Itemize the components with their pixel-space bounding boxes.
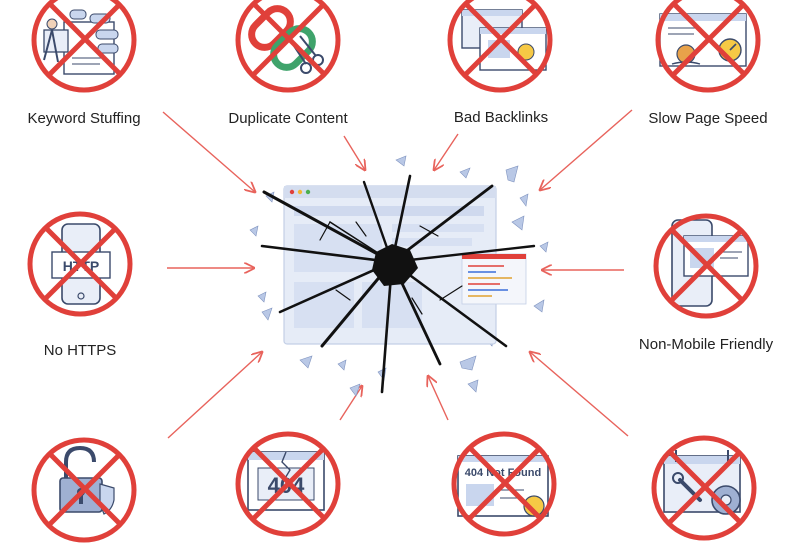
arrow-slow-page-speed bbox=[540, 109, 633, 190]
arrow-bad-backlinks bbox=[434, 133, 459, 170]
code-panel bbox=[461, 253, 527, 305]
slow-page-speed-icon bbox=[655, 0, 761, 93]
label-keyword-stuffing: Keyword Stuffing bbox=[27, 110, 141, 127]
not-found-page-icon: 404 Not Found bbox=[451, 431, 557, 537]
maintenance-tools-icon bbox=[651, 435, 757, 541]
arrow-maintenance bbox=[530, 352, 629, 437]
arrow-keyword-stuffing bbox=[162, 111, 255, 192]
arrow-error-404 bbox=[339, 386, 362, 421]
broken-website bbox=[249, 155, 549, 397]
label-bad-backlinks: Bad Backlinks bbox=[453, 109, 549, 126]
no-https-icon: HTTP bbox=[27, 211, 133, 317]
label-non-mobile-friendly: Non-Mobile Friendly bbox=[638, 336, 774, 353]
bad-backlinks-icon bbox=[447, 0, 553, 93]
keyword-stuffing-icon bbox=[31, 0, 137, 93]
label-no-https: No HTTPS bbox=[43, 342, 117, 359]
error-404-icon: 404 bbox=[235, 431, 341, 537]
broken-lock-icon bbox=[31, 437, 137, 543]
not-found-banner-text: 404 Not Found bbox=[465, 467, 541, 479]
non-mobile-friendly-icon bbox=[653, 213, 759, 319]
arrow-not-found bbox=[428, 376, 449, 421]
label-duplicate-content: Duplicate Content bbox=[228, 110, 348, 127]
label-slow-page-speed: Slow Page Speed bbox=[648, 110, 768, 127]
arrow-broken-lock bbox=[167, 352, 262, 439]
arrow-duplicate-content bbox=[343, 135, 365, 170]
duplicate-content-icon bbox=[235, 0, 341, 93]
arrows bbox=[162, 109, 633, 439]
